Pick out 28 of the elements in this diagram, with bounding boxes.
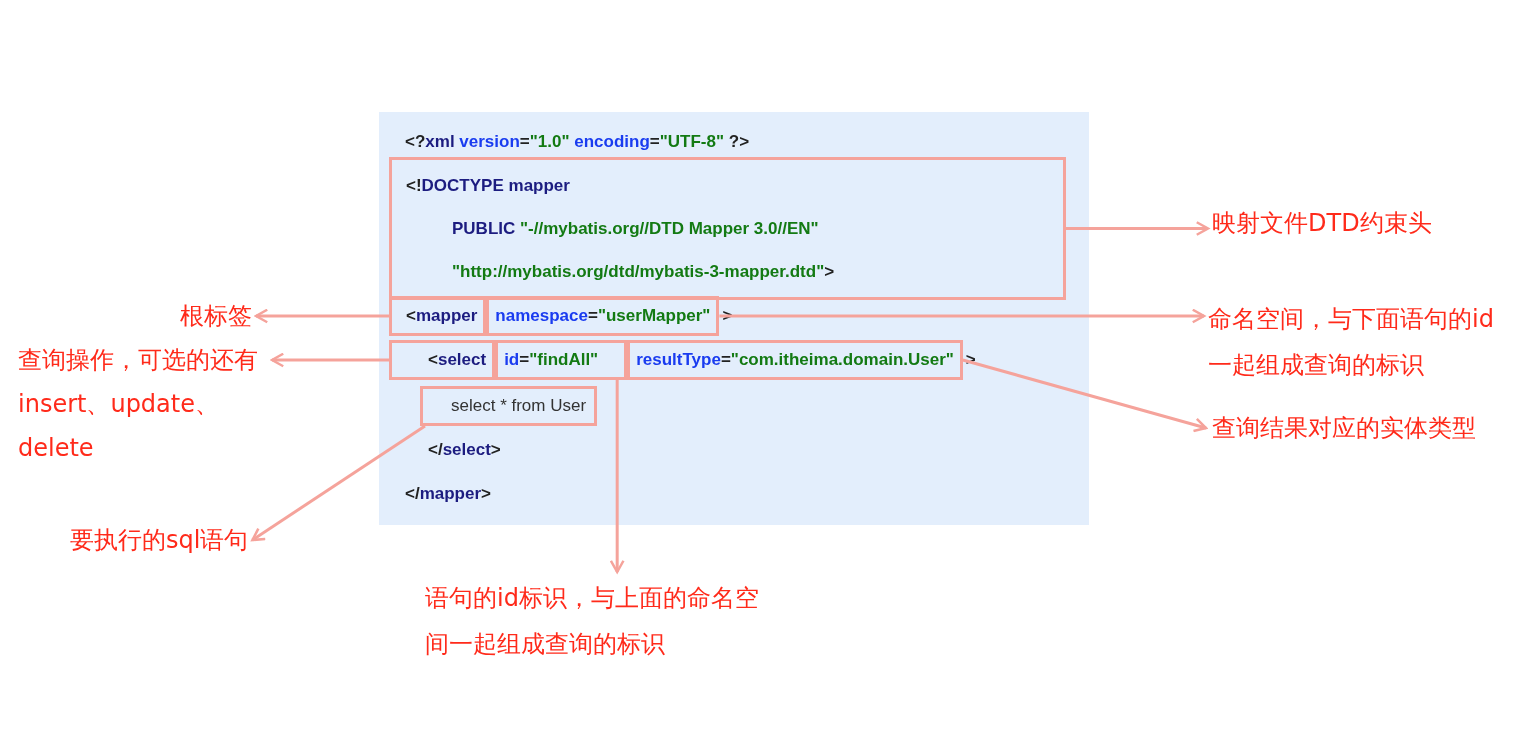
- code-line: <?xml version="1.0" encoding="UTF-8" ?>: [405, 132, 750, 152]
- annotation-text: 映射文件DTD约束头: [1212, 205, 1432, 241]
- annotation-text: 根标签: [180, 298, 252, 334]
- annotation-text: 要执行的sql语句: [70, 522, 249, 558]
- annotation-text: 语句的id标识，与上面的命名空间一起组成查询的标识: [425, 575, 775, 667]
- highlight-box: namespace="userMapper": [486, 296, 720, 336]
- code-line: </select>: [428, 440, 501, 460]
- highlight-box: resultType="com.itheima.domain.User": [627, 340, 963, 380]
- code-line: PUBLIC "-//mybatis.org//DTD Mapper 3.0//EN": [452, 218, 820, 240]
- code-panel: [379, 112, 1089, 525]
- highlight-box: id="findAll": [495, 340, 628, 380]
- annotation-text: 命名空间，与下面语句的id一起组成查询的标识: [1208, 296, 1513, 388]
- highlight-box: [389, 157, 1066, 300]
- code-line: "http://mybatis.org/dtd/mybatis-3-mapper.dtd">: [452, 261, 836, 283]
- code-line: </mapper>: [405, 484, 491, 504]
- arrow: [1066, 221, 1210, 236]
- highlight-box: <select: [389, 340, 496, 380]
- arrow: [251, 424, 426, 542]
- arrow: [962, 358, 1208, 433]
- arrow: [719, 308, 1206, 324]
- arrow: [609, 380, 625, 574]
- arrow: [270, 352, 389, 368]
- highlight-box: <mapper: [389, 296, 487, 336]
- annotation-text: 查询操作，可选的还有insert、update、delete: [18, 338, 268, 470]
- annotation-text: 查询结果对应的实体类型: [1212, 410, 1476, 446]
- highlight-box: select * from User: [420, 386, 598, 426]
- code-line: <!DOCTYPE mapper: [406, 175, 571, 197]
- arrow: [254, 308, 389, 324]
